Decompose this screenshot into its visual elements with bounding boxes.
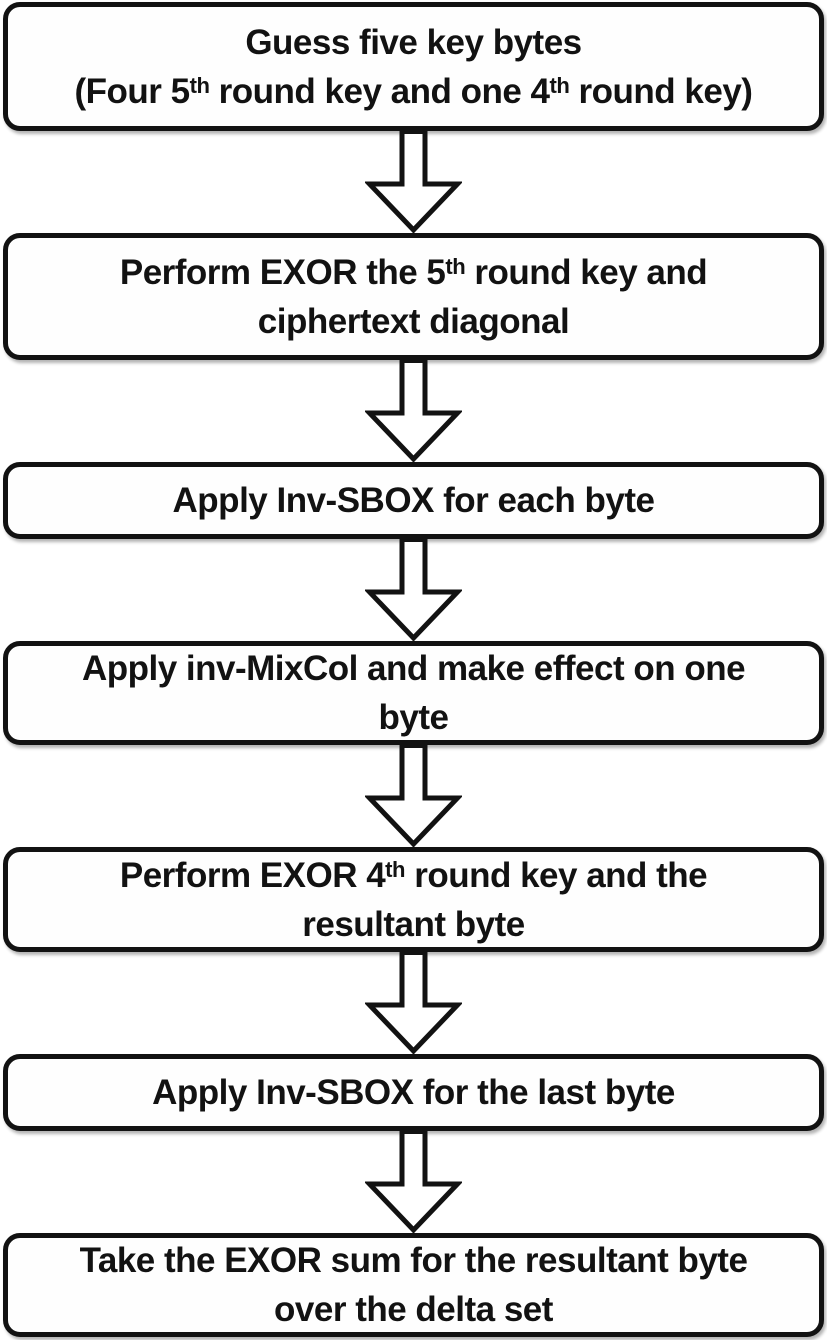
flow-step-take-exor-sum-delta-set: Take the EXOR sum for the resultant byte…	[3, 1233, 824, 1337]
flow-step-line: ciphertext diagonal	[257, 301, 570, 341]
flow-step-guess-five-key-bytes: Guess five key bytes (Four 5th round key …	[3, 2, 824, 131]
down-arrow-connector	[3, 539, 824, 641]
flow-step-text: Guess five key bytes (Four 5th round key …	[75, 18, 753, 116]
down-arrow-connector	[3, 952, 824, 1054]
flow-step-line: Guess five key bytes	[245, 22, 582, 62]
flow-step-line: resultant byte	[302, 904, 525, 944]
flow-step-text: Perform EXOR the 5th round key and cipher…	[119, 248, 708, 346]
flow-step-exor-4th-round-key-resultant-byte: Perform EXOR 4th round key and the result…	[3, 847, 824, 952]
flow-step-exor-5th-round-key-ciphertext-diagonal: Perform EXOR the 5th round key and cipher…	[3, 233, 824, 360]
flow-step-text: Apply Inv-SBOX for each byte	[173, 476, 655, 525]
flow-step-text: Apply inv-MixCol and make effect on one b…	[81, 646, 746, 740]
flow-step-apply-inv-sbox-last-byte: Apply Inv-SBOX for the last byte	[3, 1054, 824, 1131]
down-arrow-connector	[3, 1131, 824, 1233]
flow-step-line: Perform EXOR 4th round key and the	[119, 855, 708, 895]
down-arrow-icon	[365, 1131, 462, 1233]
flow-step-line: Apply Inv-SBOX for each byte	[172, 481, 655, 520]
flow-step-text: Apply Inv-SBOX for the last byte	[152, 1068, 675, 1117]
flow-step-apply-inv-mixcol-effect-one-byte: Apply inv-MixCol and make effect on one b…	[3, 641, 824, 745]
down-arrow-connector	[3, 360, 824, 462]
flow-step-line: Apply inv-MixCol and make effect on one	[81, 649, 746, 688]
down-arrow-icon	[365, 131, 462, 233]
flow-step-line: Take the EXOR sum for the resultant byte	[79, 1241, 748, 1280]
down-arrow-icon	[365, 952, 462, 1054]
flow-step-line: Apply Inv-SBOX for the last byte	[152, 1073, 675, 1112]
flow-step-apply-inv-sbox-each-byte: Apply Inv-SBOX for each byte	[3, 462, 824, 539]
down-arrow-icon	[365, 539, 462, 641]
down-arrow-icon	[365, 745, 462, 847]
down-arrow-connector	[3, 131, 824, 233]
flow-step-line: over the delta set	[274, 1290, 553, 1329]
flow-step-line: Perform EXOR the 5th round key and	[119, 252, 708, 292]
flow-step-text: Perform EXOR 4th round key and the result…	[119, 852, 708, 947]
flow-step-text: Take the EXOR sum for the resultant byte…	[79, 1238, 748, 1332]
flow-step-line: byte	[378, 698, 449, 737]
flow-step-line: (Four 5th round key and one 4th round ke…	[74, 71, 753, 111]
down-arrow-icon	[365, 360, 462, 462]
down-arrow-connector	[3, 745, 824, 847]
